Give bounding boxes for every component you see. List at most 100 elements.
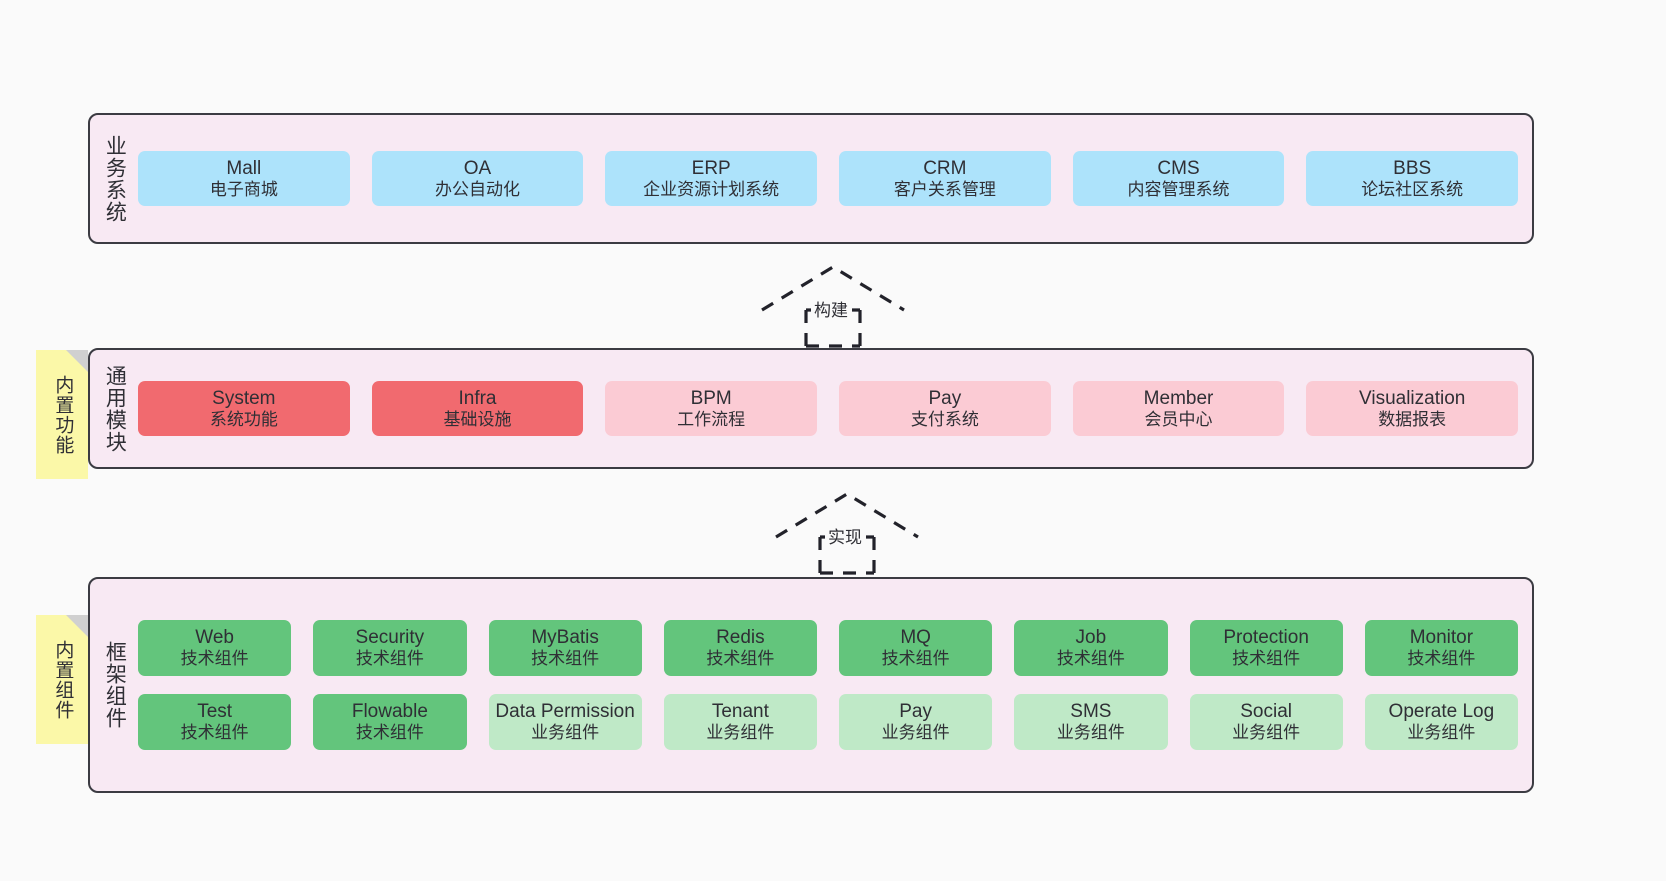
module-title-cn: 办公自动化: [435, 179, 520, 199]
module-title-en: Tenant: [711, 701, 769, 722]
module-card-mybatis[interactable]: MyBatis 技术组件: [488, 620, 642, 676]
note-builtin-features: 内置功能: [36, 350, 88, 479]
connector-implement-label: 实现: [825, 523, 865, 548]
module-card-pay[interactable]: Pay 支付系统: [839, 380, 1051, 437]
module-title-cn: 论坛社区系统: [1361, 179, 1464, 199]
module-title-cn: 技术组件: [1232, 649, 1301, 669]
module-title-cn: 数据报表: [1378, 409, 1447, 429]
module-card-social[interactable]: Social 业务组件: [1189, 694, 1343, 750]
module-title-en: Data Permission: [495, 701, 635, 722]
connector-implement: 实现: [772, 489, 922, 575]
module-title-cn: 支付系统: [910, 409, 979, 429]
module-card-mq[interactable]: MQ 技术组件: [839, 620, 993, 676]
module-card-sms[interactable]: SMS 业务组件: [1014, 694, 1168, 750]
module-title-en: Redis: [716, 627, 765, 649]
module-card-redis[interactable]: Redis 技术组件: [663, 620, 817, 676]
note-fold-corner-icon: [66, 615, 88, 637]
layer-label-business-systems: 业务系统: [103, 134, 127, 223]
module-title-cn: 业务组件: [706, 723, 775, 743]
module-title-en: Pay: [928, 387, 962, 409]
module-card-bbs[interactable]: BBS 论坛社区系统: [1306, 150, 1519, 207]
layer-label-framework-components: 框架组件: [103, 641, 127, 729]
module-title-cn: 技术组件: [881, 649, 950, 669]
layer-common-modules: 通用模块 System 系统功能 Infra 基础设施 BPM 工作流程 Pay…: [88, 348, 1534, 469]
module-title-cn: 业务组件: [1407, 723, 1476, 743]
module-card-bpm[interactable]: BPM 工作流程: [605, 380, 818, 437]
module-title-cn: 业务组件: [1056, 723, 1125, 743]
module-card-security[interactable]: Security 技术组件: [313, 620, 467, 676]
module-card-crm[interactable]: CRM 客户关系管理: [839, 150, 1051, 207]
module-card-cms[interactable]: CMS 内容管理系统: [1072, 150, 1285, 207]
module-card-operate-log[interactable]: Operate Log 业务组件: [1364, 694, 1518, 750]
layer-body-framework-components: Web 技术组件 Security 技术组件 MyBatis 技术组件 Redi…: [138, 579, 1532, 791]
module-card-system[interactable]: System 系统功能: [138, 380, 350, 437]
module-title-en: Mall: [226, 157, 262, 179]
module-title-cn: 技术组件: [706, 649, 775, 669]
module-title-cn: 技术组件: [355, 649, 424, 669]
module-title-en: MQ: [900, 627, 931, 649]
module-title-en: Test: [197, 701, 233, 722]
layer-body-common-modules: System 系统功能 Infra 基础设施 BPM 工作流程 Pay 支付系统…: [138, 350, 1532, 467]
module-title-en: Protection: [1223, 627, 1309, 649]
connector-implement-shape: [775, 492, 919, 575]
module-title-cn: 技术组件: [180, 723, 249, 743]
module-title-en: Job: [1075, 627, 1107, 649]
module-title-cn: 技术组件: [1407, 649, 1476, 669]
module-title-cn: 业务组件: [881, 723, 950, 743]
module-title-en: OA: [463, 157, 492, 179]
module-title-en: BBS: [1393, 157, 1432, 179]
module-title-en: Monitor: [1409, 627, 1474, 649]
module-card-erp[interactable]: ERP 企业资源计划系统: [605, 150, 818, 207]
module-title-en: Web: [195, 627, 234, 649]
module-title-en: Social: [1240, 701, 1292, 722]
module-card-pay-component[interactable]: Pay 业务组件: [839, 694, 993, 750]
module-title-en: Flowable: [351, 701, 428, 722]
layer-label-common-modules: 通用模块: [103, 364, 127, 453]
module-title-en: CMS: [1157, 157, 1200, 179]
module-title-en: MyBatis: [531, 627, 599, 649]
module-card-visualization[interactable]: Visualization 数据报表: [1306, 380, 1519, 437]
module-card-infra[interactable]: Infra 基础设施: [371, 380, 584, 437]
module-title-cn: 系统功能: [209, 409, 278, 429]
module-title-cn: 基础设施: [443, 409, 512, 429]
module-card-mall[interactable]: Mall 电子商城: [138, 150, 350, 207]
module-title-en: CRM: [923, 157, 967, 179]
module-title-cn: 技术组件: [355, 723, 424, 743]
connector-build-label: 构建: [811, 296, 851, 321]
module-title-en: Pay: [899, 701, 932, 722]
module-title-en: Visualization: [1359, 387, 1466, 409]
module-title-cn: 工作流程: [677, 409, 746, 429]
module-title-cn: 会员中心: [1144, 409, 1213, 429]
module-title-en: BPM: [690, 387, 732, 409]
module-title-cn: 技术组件: [531, 649, 600, 669]
module-card-member[interactable]: Member 会员中心: [1072, 380, 1285, 437]
connector-build-shape: [761, 265, 905, 348]
note-builtin-components-text: 内置组件: [52, 639, 74, 720]
module-title-en: SMS: [1070, 701, 1112, 722]
module-title-cn: 业务组件: [1232, 723, 1301, 743]
layer-body-business-systems: Mall 电子商城 OA 办公自动化 ERP 企业资源计划系统 CRM 客户关系…: [138, 115, 1532, 242]
module-row: System 系统功能 Infra 基础设施 BPM 工作流程 Pay 支付系统…: [138, 380, 1519, 437]
module-title-en: Member: [1143, 387, 1214, 409]
layer-framework-components: 框架组件 Web 技术组件 Security 技术组件 MyBatis 技术组件…: [88, 577, 1534, 793]
module-title-en: Operate Log: [1388, 701, 1495, 722]
note-fold-corner-icon: [66, 350, 88, 372]
module-card-test[interactable]: Test 技术组件: [138, 694, 292, 750]
module-title-en: System: [212, 387, 276, 409]
module-card-tenant[interactable]: Tenant 业务组件: [663, 694, 817, 750]
module-card-job[interactable]: Job 技术组件: [1014, 620, 1168, 676]
module-card-flowable[interactable]: Flowable 技术组件: [313, 694, 467, 750]
module-card-monitor[interactable]: Monitor 技术组件: [1364, 620, 1518, 676]
module-row: Web 技术组件 Security 技术组件 MyBatis 技术组件 Redi…: [138, 620, 1518, 676]
module-title-en: Security: [355, 627, 425, 649]
module-card-data-permission[interactable]: Data Permission 业务组件: [488, 694, 642, 750]
module-card-oa[interactable]: OA 办公自动化: [371, 150, 584, 207]
module-card-web[interactable]: Web 技术组件: [138, 620, 292, 676]
module-title-cn: 内容管理系统: [1127, 179, 1230, 199]
module-card-protection[interactable]: Protection 技术组件: [1189, 620, 1343, 676]
module-title-cn: 技术组件: [1056, 649, 1125, 669]
note-builtin-components: 内置组件: [36, 615, 88, 744]
module-row: Test 技术组件 Flowable 技术组件 Data Permission …: [138, 694, 1518, 750]
module-title-en: ERP: [691, 157, 731, 179]
